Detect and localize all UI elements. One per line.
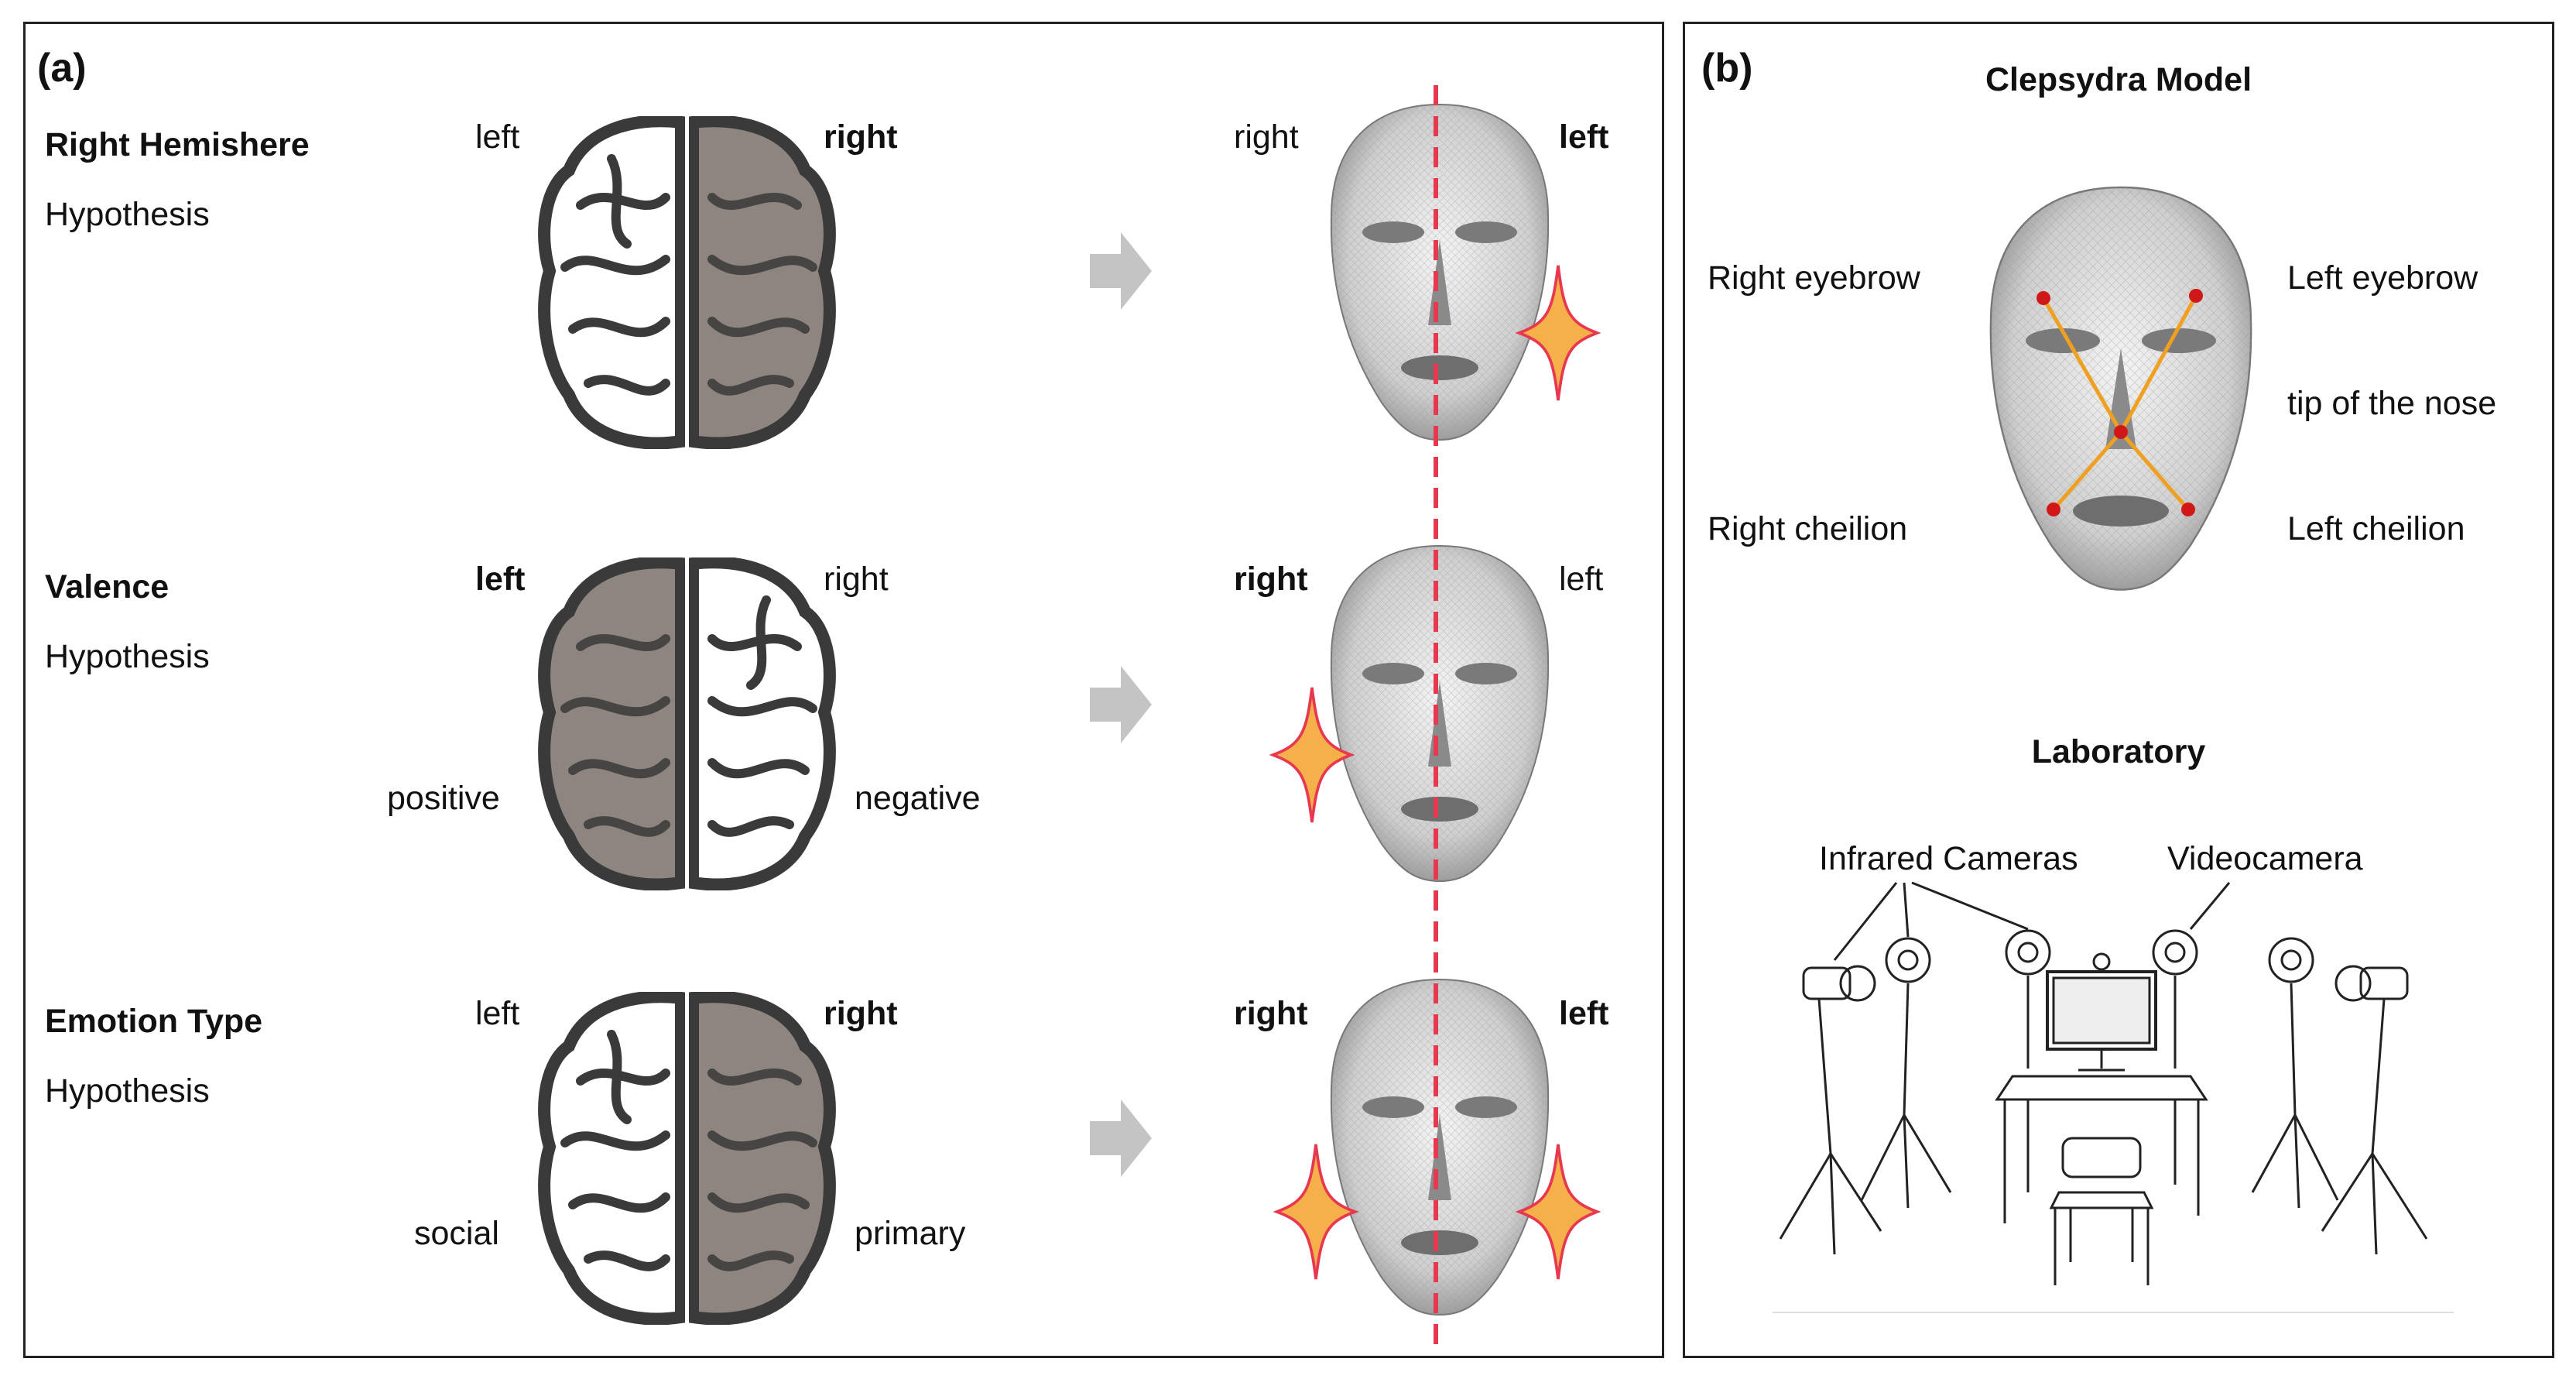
brain-annot-left: positive [387, 780, 500, 817]
videocamera-label: Videocamera [2167, 840, 2363, 877]
face-left-label: right [1234, 118, 1299, 156]
brain-illustration [534, 554, 844, 894]
face-left-label: right [1234, 561, 1308, 598]
arrow-right-icon [1090, 1099, 1152, 1177]
brain-annot-left: social [414, 1215, 499, 1252]
brain-left-label: left [475, 118, 520, 156]
laboratory-illustration [1773, 881, 2454, 1313]
face-right-label: left [1559, 995, 1609, 1032]
row-title: Right Hemishere [45, 126, 310, 163]
label-left-cheilion: Left cheilion [2287, 510, 2465, 547]
brain-left-label: left [475, 995, 520, 1032]
row-subtitle: Hypothesis [45, 196, 210, 233]
clepsydra-face [1989, 186, 2252, 591]
clepsydra-title: Clepsydra Model [1985, 61, 2252, 98]
star-marker-icon [1517, 264, 1599, 402]
brain-right-label: right [824, 561, 889, 598]
brain-illustration [534, 988, 844, 1329]
lab-title: Laboratory [2031, 733, 2206, 770]
face-right-label: left [1559, 561, 1604, 598]
face-right-label: left [1559, 118, 1609, 156]
panel-b-label: (b) [1701, 46, 1753, 91]
brain-annot-right: primary [855, 1215, 966, 1252]
brain-left-label: left [475, 561, 526, 598]
face-left-label: right [1234, 995, 1308, 1032]
brain-right-label: right [824, 118, 898, 156]
label-nose-tip: tip of the nose [2287, 385, 2497, 422]
arrow-right-icon [1090, 666, 1152, 743]
brain-right-label: right [824, 995, 898, 1032]
arrow-right-icon [1090, 232, 1152, 310]
face-midline [1434, 85, 1438, 1355]
brain-annot-right: negative [855, 780, 981, 817]
face-model [1330, 104, 1550, 441]
landmark-right-cheilion [2047, 503, 2060, 516]
face-model [1330, 545, 1550, 882]
star-marker-icon [1275, 1143, 1357, 1281]
label-left-eyebrow: Left eyebrow [2287, 259, 2478, 297]
star-marker-icon [1271, 686, 1353, 824]
star-marker-icon [1517, 1143, 1599, 1281]
landmark-right-eyebrow [2036, 291, 2050, 305]
row-title: Valence [45, 568, 170, 605]
landmark-left-cheilion [2181, 503, 2195, 516]
row-title: Emotion Type [45, 1003, 263, 1040]
landmark-left-eyebrow [2189, 289, 2203, 303]
landmark-nose-tip [2114, 425, 2128, 439]
row-subtitle: Hypothesis [45, 638, 210, 675]
row-subtitle: Hypothesis [45, 1072, 210, 1110]
brain-illustration [534, 112, 844, 453]
label-right-eyebrow: Right eyebrow [1708, 259, 1920, 297]
label-right-cheilion: Right cheilion [1708, 510, 1908, 547]
landmark-lines [2041, 294, 2198, 511]
panel-a-label: (a) [37, 46, 87, 91]
infrared-cameras-label: Infrared Cameras [1819, 840, 2078, 877]
